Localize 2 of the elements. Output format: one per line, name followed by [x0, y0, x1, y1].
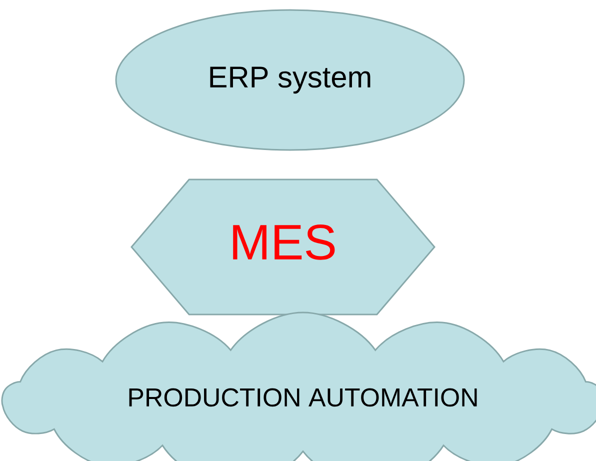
hexagon: MES [130, 178, 436, 316]
cloud: PRODUCTION AUTOMATION [1, 312, 596, 461]
